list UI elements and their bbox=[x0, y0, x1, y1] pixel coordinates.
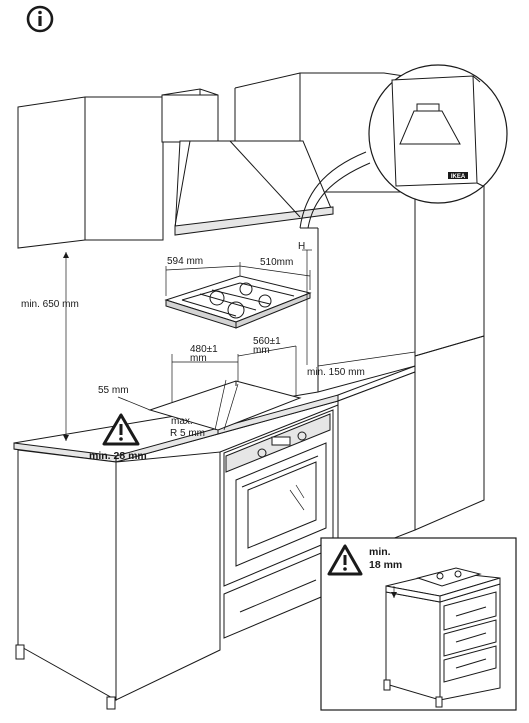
hood-pictogram bbox=[399, 103, 461, 145]
gas-hob bbox=[164, 275, 312, 329]
base-cabinets bbox=[15, 371, 416, 710]
cabinet-height-dimension bbox=[63, 252, 69, 441]
hood-height-dimension bbox=[302, 249, 312, 365]
manual-detail-circle: IKEA bbox=[368, 64, 508, 204]
wall-cabinet-left bbox=[17, 96, 164, 249]
corner-radius-label-1: max. bbox=[171, 416, 193, 427]
cutout-dimensions bbox=[117, 345, 416, 431]
info-icon bbox=[26, 5, 54, 33]
hood-callout bbox=[299, 151, 371, 229]
inset-warning-line1: min. bbox=[369, 546, 391, 558]
hob-width-label: 594 mm bbox=[167, 256, 203, 267]
inset-warning-line2: 18 mm bbox=[369, 559, 402, 571]
built-in-oven bbox=[223, 409, 334, 639]
inset-drawer-cabinet bbox=[383, 567, 501, 708]
hood-height-label: H bbox=[298, 241, 305, 252]
cutout-depth-label-1: 480±1 bbox=[190, 344, 218, 355]
ikea-logo: IKEA bbox=[451, 174, 466, 180]
cutout-width-label-1: 560±1 bbox=[253, 336, 281, 347]
cutout-depth-label-2: mm bbox=[190, 353, 207, 364]
corner-radius-label-2: R 5 mm bbox=[170, 428, 205, 439]
inset-warning-icon bbox=[327, 544, 363, 576]
hob-cutout bbox=[148, 380, 302, 434]
worktop-thickness-warning: min. 28 mm bbox=[89, 450, 147, 462]
hob-depth-label: 510mm bbox=[260, 257, 293, 268]
cooker-hood bbox=[161, 88, 334, 236]
warning-triangle-icon bbox=[102, 413, 140, 446]
cutout-width-label-2: mm bbox=[253, 345, 270, 356]
front-edge-label: 55 mm bbox=[98, 385, 129, 396]
cabinet-height-label: min. 650 mm bbox=[21, 299, 79, 310]
side-clearance-label: min. 150 mm bbox=[307, 367, 365, 378]
hob-dimensions bbox=[165, 262, 311, 296]
